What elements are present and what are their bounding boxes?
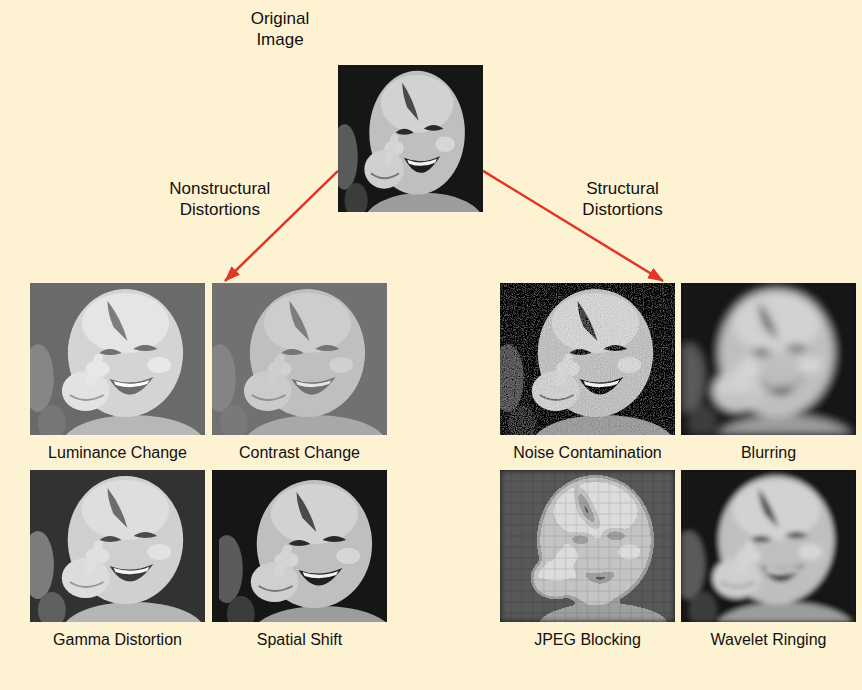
photo-panel: Luminance Change: [30, 283, 205, 462]
photo-panel: Blurring: [681, 283, 856, 462]
image-caption: JPEG Blocking: [500, 630, 675, 649]
noise-photo: [492, 283, 675, 475]
photo-area: [212, 283, 387, 435]
photo-panel: Contrast Change: [212, 283, 387, 462]
photo-panel: Spatial Shift: [212, 470, 387, 649]
image-caption: Noise Contamination: [500, 443, 675, 462]
luminance-photo: [22, 283, 205, 475]
contrast-photo: [204, 283, 387, 475]
original-photo: [331, 65, 483, 251]
photo-area: [30, 470, 205, 622]
image-caption: Gamma Distortion: [30, 630, 205, 649]
image-caption: Contrast Change: [212, 443, 387, 462]
wavelet-photo: [673, 470, 856, 662]
image-caption: Wavelet Ringing: [681, 630, 856, 649]
jpeg-photo: [492, 470, 675, 662]
photo-area: [500, 470, 675, 622]
photo-panel: Noise Contamination: [500, 283, 675, 462]
photo-area: [681, 470, 856, 622]
photo-panel: Wavelet Ringing: [681, 470, 856, 649]
photo-area: [681, 283, 856, 435]
image-caption: Spatial Shift: [212, 630, 387, 649]
photo-area: [30, 283, 205, 435]
gamma-photo: [22, 470, 205, 662]
image-label: Original Image: [240, 8, 320, 51]
shift-photo: [211, 470, 394, 666]
photo-panel: Gamma Distortion: [30, 470, 205, 649]
arrow-label: Nonstructural Distortions: [161, 178, 279, 221]
photo-area: [212, 470, 387, 622]
photo-panel: Original Image: [338, 65, 483, 212]
image-caption: Luminance Change: [30, 443, 205, 462]
arrow-label: Structural Distortions: [573, 178, 673, 221]
image-caption: Blurring: [681, 443, 856, 462]
photo-area: [500, 283, 675, 435]
photo-panel: JPEG Blocking: [500, 470, 675, 649]
blur-photo: [673, 283, 856, 475]
